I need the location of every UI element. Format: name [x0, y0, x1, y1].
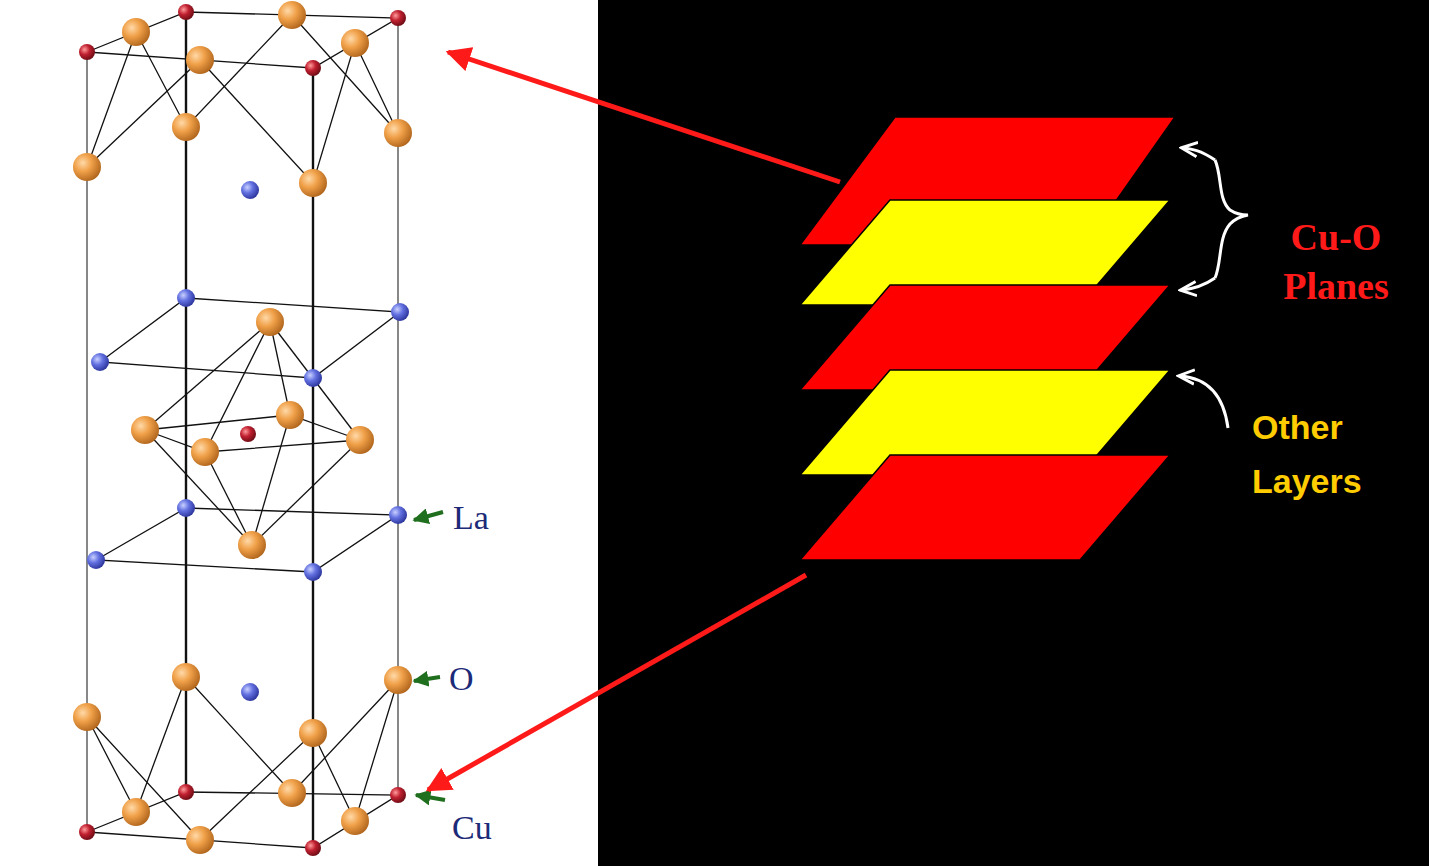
oxygen-atoms: [73, 1, 412, 854]
atom-label: Cu: [452, 808, 522, 847]
copper-atoms: [79, 4, 406, 856]
bond-lines: [87, 12, 400, 848]
layer-stack: [800, 117, 1175, 560]
plane-arrows: [428, 52, 840, 790]
atom-label: O: [449, 659, 509, 698]
pointer-arrows: [414, 512, 445, 800]
brace: [1180, 148, 1248, 428]
layer-label: Other Layers: [1252, 400, 1412, 509]
white-panel: [0, 0, 598, 866]
plane-label: Cu-O Planes: [1250, 213, 1422, 312]
lanthanum-atoms: [87, 181, 409, 701]
atom-label: La: [453, 498, 523, 537]
